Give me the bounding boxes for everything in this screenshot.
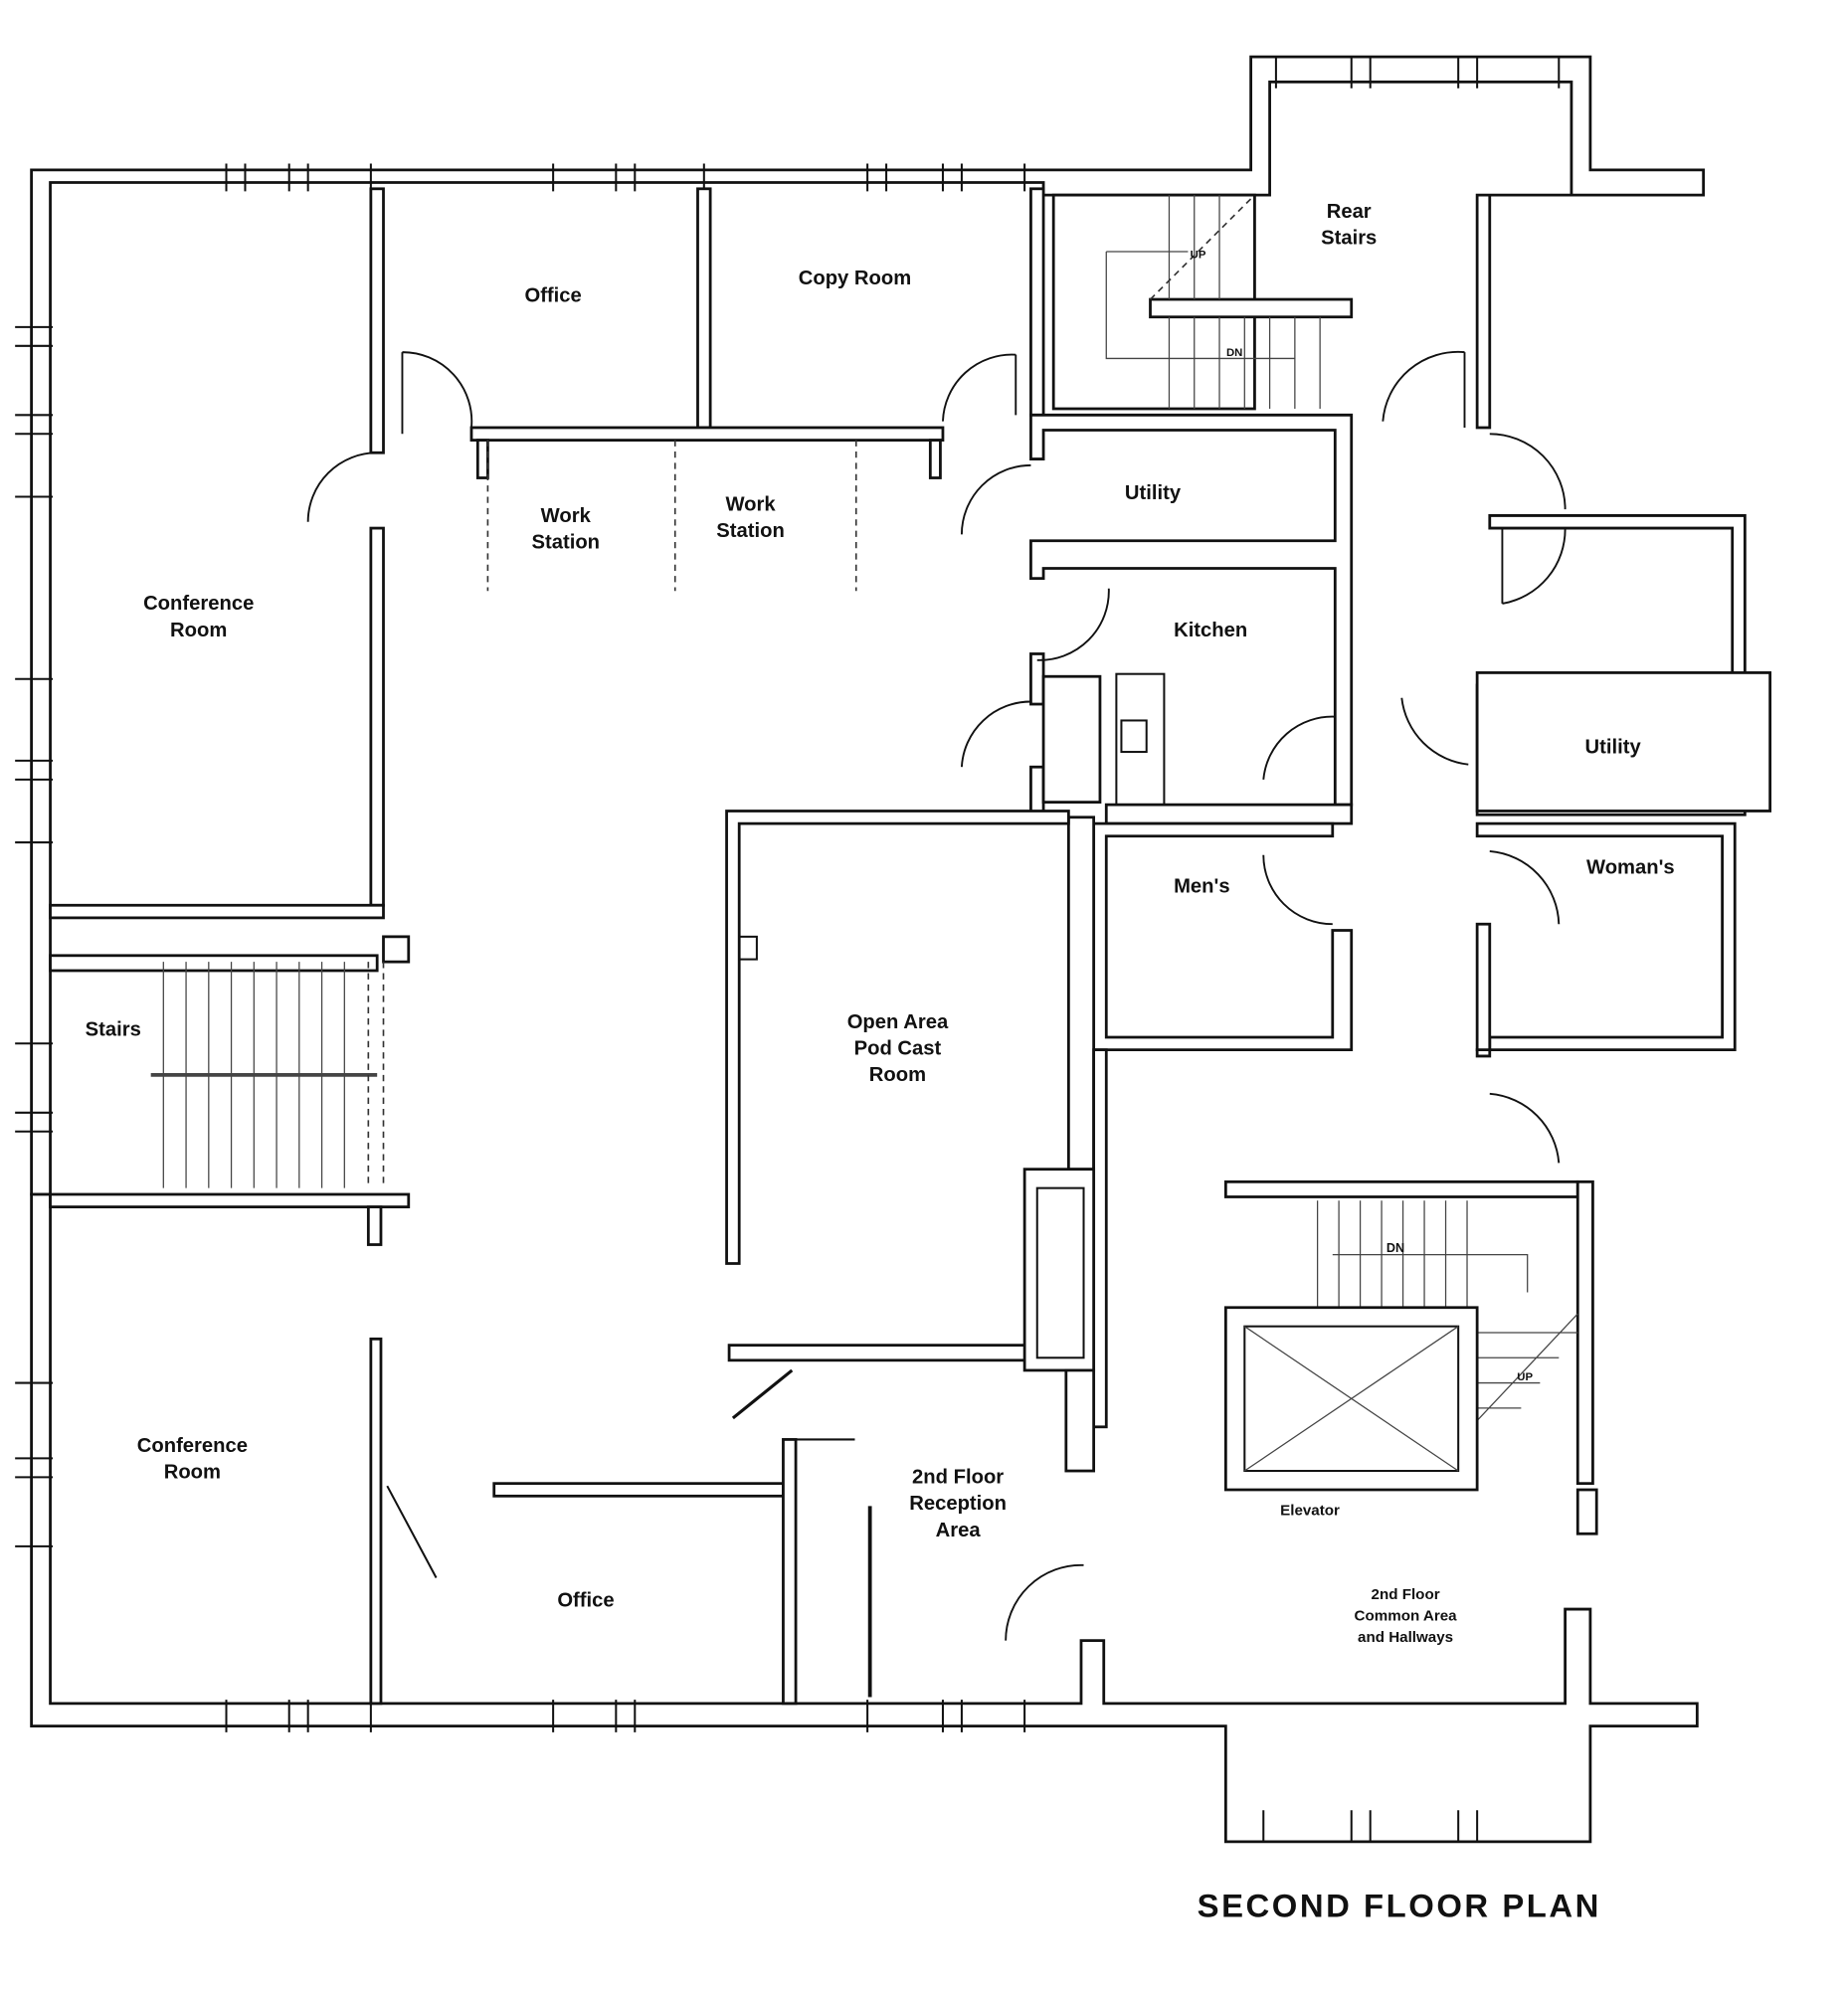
label-office-bottom: Office: [557, 1590, 614, 1612]
front-stair-dn-mark: DN: [1386, 1241, 1404, 1255]
label-utility-2: Utility: [1585, 736, 1642, 758]
label-open-area-2: Pod Cast: [854, 1038, 942, 1060]
label-common-area-1: 2nd Floor: [1372, 1586, 1440, 1603]
label-rear-stairs-1: Rear: [1327, 201, 1372, 223]
label-rear-stairs-2: Stairs: [1321, 227, 1377, 249]
plan-title: SECOND FLOOR PLAN: [1198, 1888, 1601, 1924]
rear-stair-dn-mark: DN: [1226, 347, 1242, 359]
label-copy-room: Copy Room: [799, 268, 911, 289]
label-utility-1: Utility: [1125, 482, 1182, 504]
label-common-area-3: and Hallways: [1358, 1629, 1453, 1646]
label-womans: Woman's: [1586, 857, 1675, 879]
room-labels: Office Copy Room Rear Stairs Work Statio…: [86, 201, 1675, 1646]
label-conference-bottom-1: Conference: [137, 1435, 248, 1457]
label-conference-top-2: Room: [170, 620, 227, 641]
label-reception-1: 2nd Floor: [912, 1467, 1004, 1489]
label-common-area-2: Common Area: [1355, 1607, 1458, 1624]
label-work-station-2a: Work: [725, 493, 776, 515]
label-mens: Men's: [1174, 876, 1230, 898]
label-kitchen: Kitchen: [1174, 620, 1247, 641]
label-reception-3: Area: [936, 1520, 982, 1541]
label-conference-bottom-2: Room: [164, 1462, 221, 1484]
label-office-top: Office: [524, 285, 581, 307]
front-stair-up-mark: UP: [1517, 1371, 1533, 1383]
label-work-station-1b: Station: [532, 531, 601, 553]
label-reception-2: Reception: [909, 1493, 1007, 1515]
doors: [306, 350, 1567, 1641]
rear-stair-up-mark: UP: [1191, 249, 1206, 261]
label-conference-top-1: Conference: [143, 593, 254, 615]
label-stairs: Stairs: [86, 1019, 141, 1041]
label-work-station-2b: Station: [716, 520, 785, 542]
label-open-area-1: Open Area: [847, 1011, 949, 1033]
label-work-station-1a: Work: [541, 505, 592, 527]
label-open-area-3: Room: [869, 1064, 926, 1086]
label-elevator: Elevator: [1280, 1502, 1340, 1519]
interior-walls: UP DN: [49, 187, 1772, 1706]
exterior-walls: [15, 55, 1706, 1844]
